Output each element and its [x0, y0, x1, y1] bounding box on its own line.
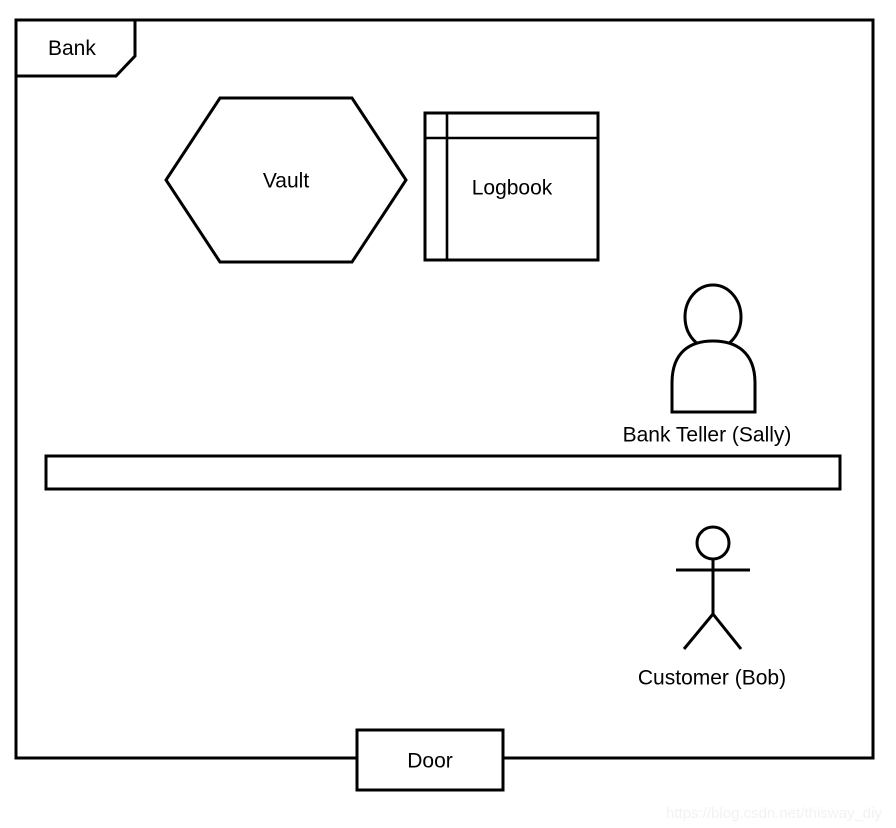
bank-frame-label-tab [16, 18, 137, 78]
door-label: Door [407, 749, 453, 773]
bank-frame[interactable] [14, 18, 875, 760]
counter-rect [44, 454, 842, 491]
bank-frame-label: Bank [48, 37, 96, 60]
customer-right-leg [711, 613, 743, 650]
bank-teller-actor[interactable] [670, 283, 757, 414]
bank-frame-border [14, 18, 875, 760]
door-node[interactable] [355, 728, 505, 792]
customer-label: Customer (Bob) [637, 666, 787, 690]
customer-left-leg [682, 613, 715, 650]
counter-node[interactable] [44, 454, 842, 491]
customer-head [695, 525, 731, 561]
bank-teller-label: Bank Teller (Sally) [622, 423, 792, 447]
vault-node[interactable] [164, 96, 408, 264]
bank-teller-head [683, 283, 743, 351]
door-rect [355, 728, 505, 792]
logbook-node[interactable] [423, 111, 600, 262]
vault-label: Vault [262, 169, 310, 193]
vault-hexagon [164, 96, 408, 264]
logbook-label: Logbook [471, 176, 553, 200]
bank-teller-body [670, 339, 757, 414]
customer-actor[interactable] [676, 525, 750, 650]
watermark-text: https://blog.csdn.net/thisway_diy [666, 805, 882, 822]
